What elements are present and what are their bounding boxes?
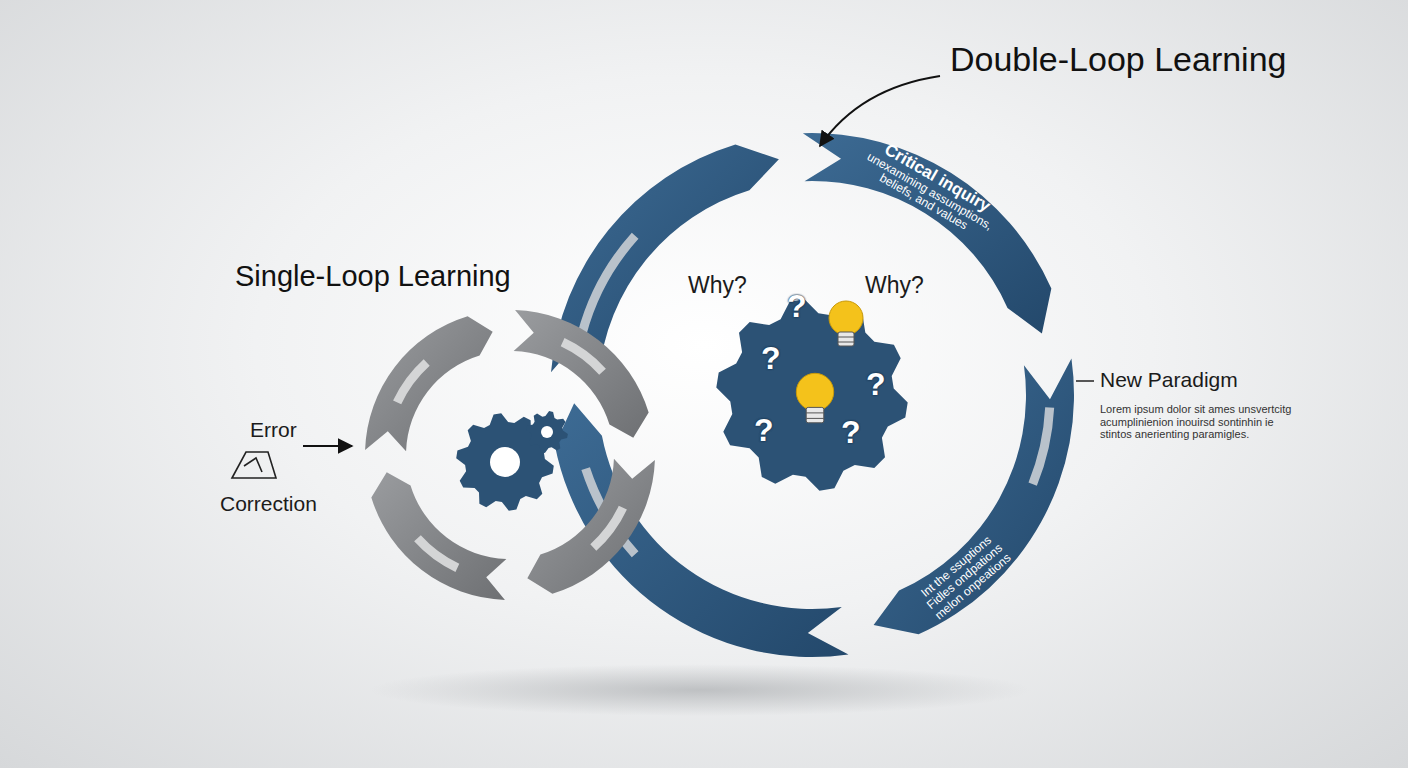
question-mark: ? — [866, 366, 886, 403]
paradigm-note: Lorem ipsum dolor sit ames unsvertcitg a… — [1100, 403, 1300, 441]
light-bulb — [829, 301, 863, 335]
why-label: Why? — [688, 272, 747, 299]
bulb-thread — [806, 413, 824, 419]
gears — [456, 299, 908, 511]
single-loop-ring — [365, 310, 655, 600]
bulb-base — [806, 407, 824, 422]
light-bulb — [796, 373, 833, 410]
question-mark: ? — [754, 412, 774, 449]
band-text-group: Critical inquiryunexamining assumptions,… — [855, 133, 1006, 245]
error-label: Error — [250, 418, 297, 442]
loop-highlight — [563, 342, 603, 372]
paradigm-tick — [1076, 380, 1094, 382]
loop-highlight — [582, 236, 635, 334]
single-loop-node: Single-Loop Learning — [365, 310, 655, 600]
gear-hole — [490, 447, 520, 477]
loop-arrow-segment — [527, 459, 655, 594]
correction-label: Correction — [220, 492, 317, 516]
loop-heading: Single-Loop Learning — [235, 260, 511, 293]
band-body: Int the ssuptions Fidles ondpations melo… — [907, 524, 1023, 630]
loop-arrow-segment — [514, 310, 649, 438]
inquiry-gear — [716, 299, 907, 490]
error-symbol — [232, 452, 276, 478]
question-mark: ? — [761, 340, 781, 377]
question-mark: ? — [787, 288, 807, 325]
error-arrow — [303, 445, 352, 447]
bulb-thread — [838, 337, 854, 342]
diagram-title: Double-Loop Learning — [950, 40, 1286, 79]
double-loop-node: Critical inquiryunexamining assumptions,… — [550, 133, 1074, 657]
question-mark: ? — [841, 414, 861, 451]
paradigm-label: New Paradigm — [1100, 368, 1238, 392]
bulb-base — [838, 332, 854, 346]
loop-highlight — [397, 362, 427, 402]
loop-highlight — [417, 538, 457, 568]
floor-shadow — [370, 664, 1030, 716]
loop-highlight — [593, 508, 623, 548]
small-gear — [526, 411, 568, 453]
loop-highlight — [1033, 407, 1050, 484]
why-label: Why? — [865, 272, 924, 299]
title-leader — [820, 76, 940, 146]
small-gear-hole — [541, 426, 553, 438]
